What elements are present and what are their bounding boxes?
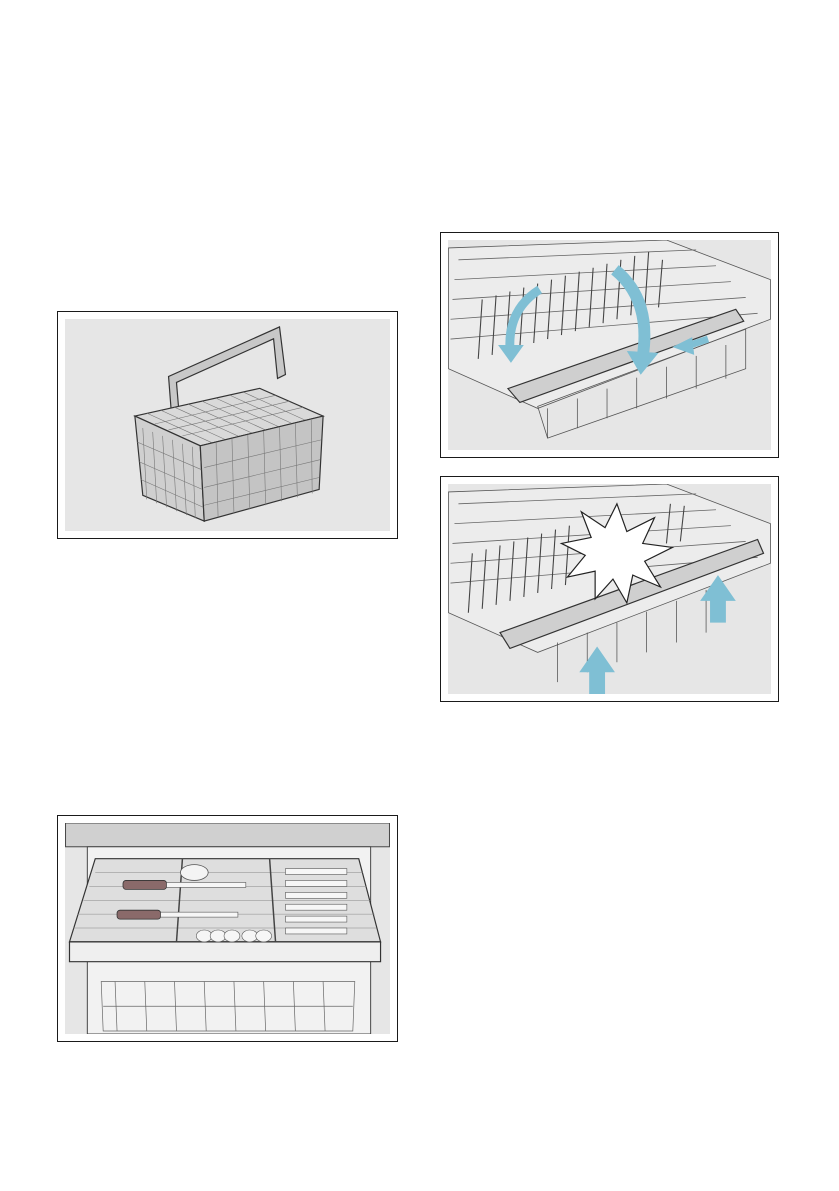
rack-fold-down-illustration [448, 240, 771, 450]
figure-panel [448, 240, 771, 450]
cutlery-drawer-illustration [65, 823, 390, 1034]
figure-rack-fold-down [440, 232, 779, 458]
figure-panel [65, 319, 390, 531]
figure-rack-fold-up [440, 476, 779, 702]
figure-cutlery-basket [57, 311, 398, 539]
figure-cutlery-drawer [57, 815, 398, 1042]
figure-panel [65, 823, 390, 1034]
rack-fold-up-illustration [448, 484, 771, 694]
figure-panel [448, 484, 771, 694]
cutlery-basket-illustration [65, 319, 390, 531]
